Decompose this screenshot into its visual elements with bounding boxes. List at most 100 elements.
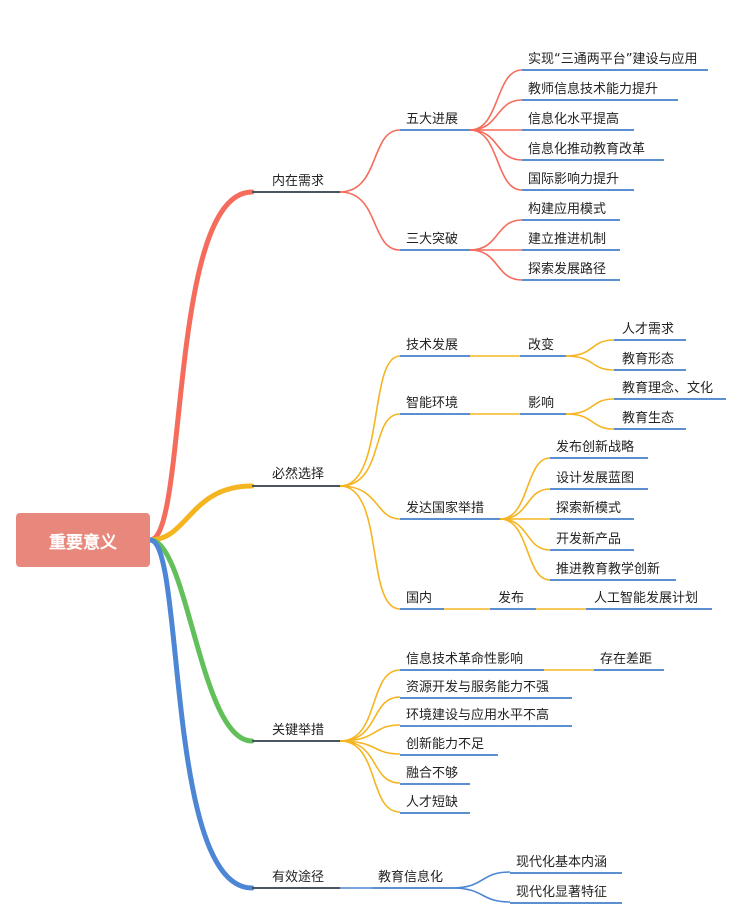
underline-ai-plan — [586, 608, 712, 610]
underline-domestic — [400, 608, 444, 610]
underline-education-ecology — [614, 428, 686, 430]
node-education-ecology[interactable]: 教育生态 — [622, 411, 675, 426]
node-five-progress[interactable]: 五大进展 — [406, 112, 459, 127]
underline-sanda-3 — [522, 279, 620, 281]
connector-influence-1 — [565, 398, 615, 415]
connector-change-1 — [565, 339, 615, 357]
connector-foreign-1 — [499, 457, 551, 520]
node-necessary-choice[interactable]: 必然选择 — [272, 467, 325, 482]
node-smart-environment[interactable]: 智能环境 — [406, 396, 459, 411]
underline-education-concept — [614, 398, 726, 400]
node-foreign-3[interactable]: 探索新模式 — [556, 501, 622, 516]
connector-choice-env — [339, 413, 401, 487]
node-wuda-1[interactable]: 实现“三通两平台”建设与应用 — [528, 52, 698, 67]
node-three-breakthrough[interactable]: 三大突破 — [406, 232, 459, 247]
node-modern-features[interactable]: 现代化显著特征 — [516, 885, 608, 900]
node-key-6[interactable]: 人才短缺 — [406, 795, 459, 810]
underline-modern-connotation — [510, 872, 622, 874]
underline-five-progress — [400, 129, 470, 131]
connector-influence-2 — [565, 413, 615, 430]
underline-education-form — [614, 369, 686, 371]
connector-foreign-5 — [499, 518, 551, 581]
underline-gap — [594, 669, 664, 671]
underline-wuda-3 — [522, 129, 634, 131]
branch-curve-inner-need — [147, 189, 255, 543]
underline-release — [490, 608, 536, 610]
underline-inner-need — [252, 191, 340, 193]
root-node[interactable]: 重要意义 — [16, 513, 150, 567]
connector-sanda-1 — [469, 219, 523, 251]
node-wuda-3[interactable]: 信息化水平提高 — [528, 112, 620, 127]
connector-inner-need-sanda — [339, 191, 401, 251]
underline-sanda-1 — [522, 219, 620, 221]
connector-choice-domestic — [339, 485, 401, 610]
underline-key-3 — [400, 725, 572, 727]
underline-key-5 — [400, 783, 470, 785]
node-key-2[interactable]: 资源开发与服务能力不强 — [406, 680, 550, 695]
underline-change — [520, 355, 566, 357]
underline-tech-development — [400, 355, 470, 357]
node-sanda-1[interactable]: 构建应用模式 — [528, 202, 607, 217]
connector-choice-foreign — [339, 485, 401, 520]
node-wuda-4[interactable]: 信息化推动教育改革 — [528, 142, 646, 157]
node-gap[interactable]: 存在差距 — [600, 652, 653, 667]
underline-modern-features — [510, 902, 622, 904]
node-wuda-2[interactable]: 教师信息技术能力提升 — [528, 82, 659, 97]
node-foreign-2[interactable]: 设计发展蓝图 — [556, 471, 635, 486]
underline-key-1 — [400, 669, 544, 671]
node-sanda-2[interactable]: 建立推进机制 — [528, 232, 607, 247]
connector-sanda-3 — [469, 249, 523, 281]
connector-change-2 — [565, 355, 615, 371]
node-sanda-3[interactable]: 探索发展路径 — [528, 262, 607, 277]
connector-key-3 — [339, 724, 401, 742]
underline-key-measures — [252, 740, 340, 742]
node-foreign-5[interactable]: 推进教育教学创新 — [556, 562, 661, 577]
underline-necessary-choice — [252, 485, 340, 487]
connector-wuda-2 — [469, 99, 523, 131]
connector-informatization-1 — [451, 871, 511, 889]
branch-curve-necessary-choice — [147, 483, 255, 543]
connector-key-5 — [339, 740, 401, 784]
underline-foreign-2 — [550, 488, 648, 490]
node-key-4[interactable]: 创新能力不足 — [406, 737, 485, 752]
underline-foreign-5 — [550, 579, 676, 581]
root-node-label: 重要意义 — [49, 532, 117, 553]
connector-informatization-2 — [451, 887, 511, 903]
node-modern-connotation[interactable]: 现代化基本内涵 — [516, 855, 608, 870]
connector-foreign-2 — [499, 488, 551, 520]
node-key-5[interactable]: 融合不够 — [406, 766, 459, 781]
node-inner-need[interactable]: 内在需求 — [272, 174, 325, 189]
connector-inner-need-wuda — [339, 129, 401, 193]
node-release[interactable]: 发布 — [498, 591, 525, 606]
node-talent-demand[interactable]: 人才需求 — [622, 322, 675, 337]
node-change[interactable]: 改变 — [528, 338, 555, 353]
underline-talent-demand — [614, 339, 686, 341]
node-ai-plan[interactable]: 人工智能发展计划 — [594, 591, 699, 606]
underline-three-breakthrough — [400, 249, 470, 251]
connector-key-1 — [339, 669, 401, 742]
node-key-measures[interactable]: 关键举措 — [272, 723, 325, 738]
underline-key-6 — [400, 812, 470, 814]
node-developed-countries[interactable]: 发达国家举措 — [406, 501, 485, 516]
node-foreign-1[interactable]: 发布创新战略 — [556, 440, 635, 455]
underline-informatization — [372, 887, 452, 889]
underline-developed-countries — [400, 518, 500, 520]
underline-wuda-2 — [522, 99, 678, 101]
node-foreign-4[interactable]: 开发新产品 — [556, 532, 622, 547]
node-effective-path[interactable]: 有效途径 — [272, 870, 325, 885]
connector-wuda-5 — [469, 129, 523, 191]
node-wuda-5[interactable]: 国际影响力提升 — [528, 172, 620, 187]
node-education-form[interactable]: 教育形态 — [622, 352, 675, 367]
underline-key-4 — [400, 754, 498, 756]
node-influence[interactable]: 影响 — [528, 396, 555, 411]
node-key-1[interactable]: 信息技术革命性影响 — [406, 652, 524, 667]
node-education-concept[interactable]: 教育理念、文化 — [622, 381, 714, 396]
connector-key-2 — [339, 696, 401, 742]
node-key-3[interactable]: 环境建设与应用水平不高 — [406, 708, 550, 723]
node-domestic[interactable]: 国内 — [406, 591, 433, 606]
underline-wuda-5 — [522, 189, 634, 191]
node-tech-development[interactable]: 技术发展 — [406, 338, 459, 353]
node-informatization[interactable]: 教育信息化 — [378, 870, 444, 885]
connector-choice-tech — [339, 355, 401, 487]
